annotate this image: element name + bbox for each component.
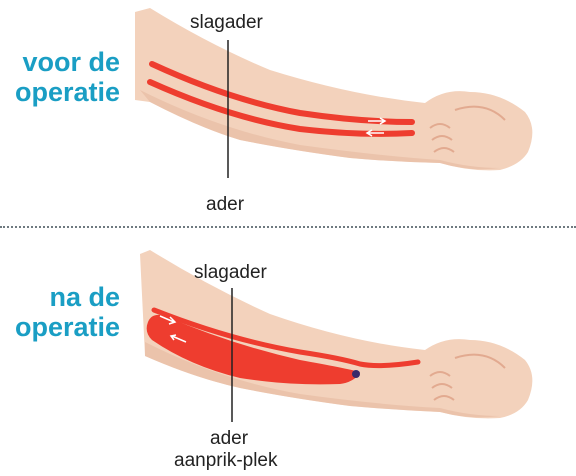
panel-after-operation: na de operatie slagader ader aanprik-ple… — [0, 232, 576, 476]
label-vein-before: ader — [206, 194, 244, 216]
arm-illustration-before — [0, 0, 576, 226]
arm-illustration-after — [0, 232, 576, 476]
label-vein-after: ader — [210, 428, 248, 450]
label-artery-after: slagader — [194, 262, 267, 284]
anastomosis-point — [352, 370, 360, 378]
heading-after-line2: operatie — [0, 312, 120, 342]
panel-before-operation: voor de operatie slagader ader — [0, 0, 576, 226]
heading-before-operation: voor de operatie — [0, 47, 120, 107]
heading-after-line1: na de — [0, 282, 120, 312]
label-puncture-site: aanprik-plek — [174, 450, 278, 472]
section-divider — [0, 226, 576, 228]
heading-before-line2: operatie — [0, 77, 120, 107]
heading-after-operation: na de operatie — [0, 282, 120, 342]
heading-before-line1: voor de — [0, 47, 120, 77]
label-artery-before: slagader — [190, 12, 263, 34]
